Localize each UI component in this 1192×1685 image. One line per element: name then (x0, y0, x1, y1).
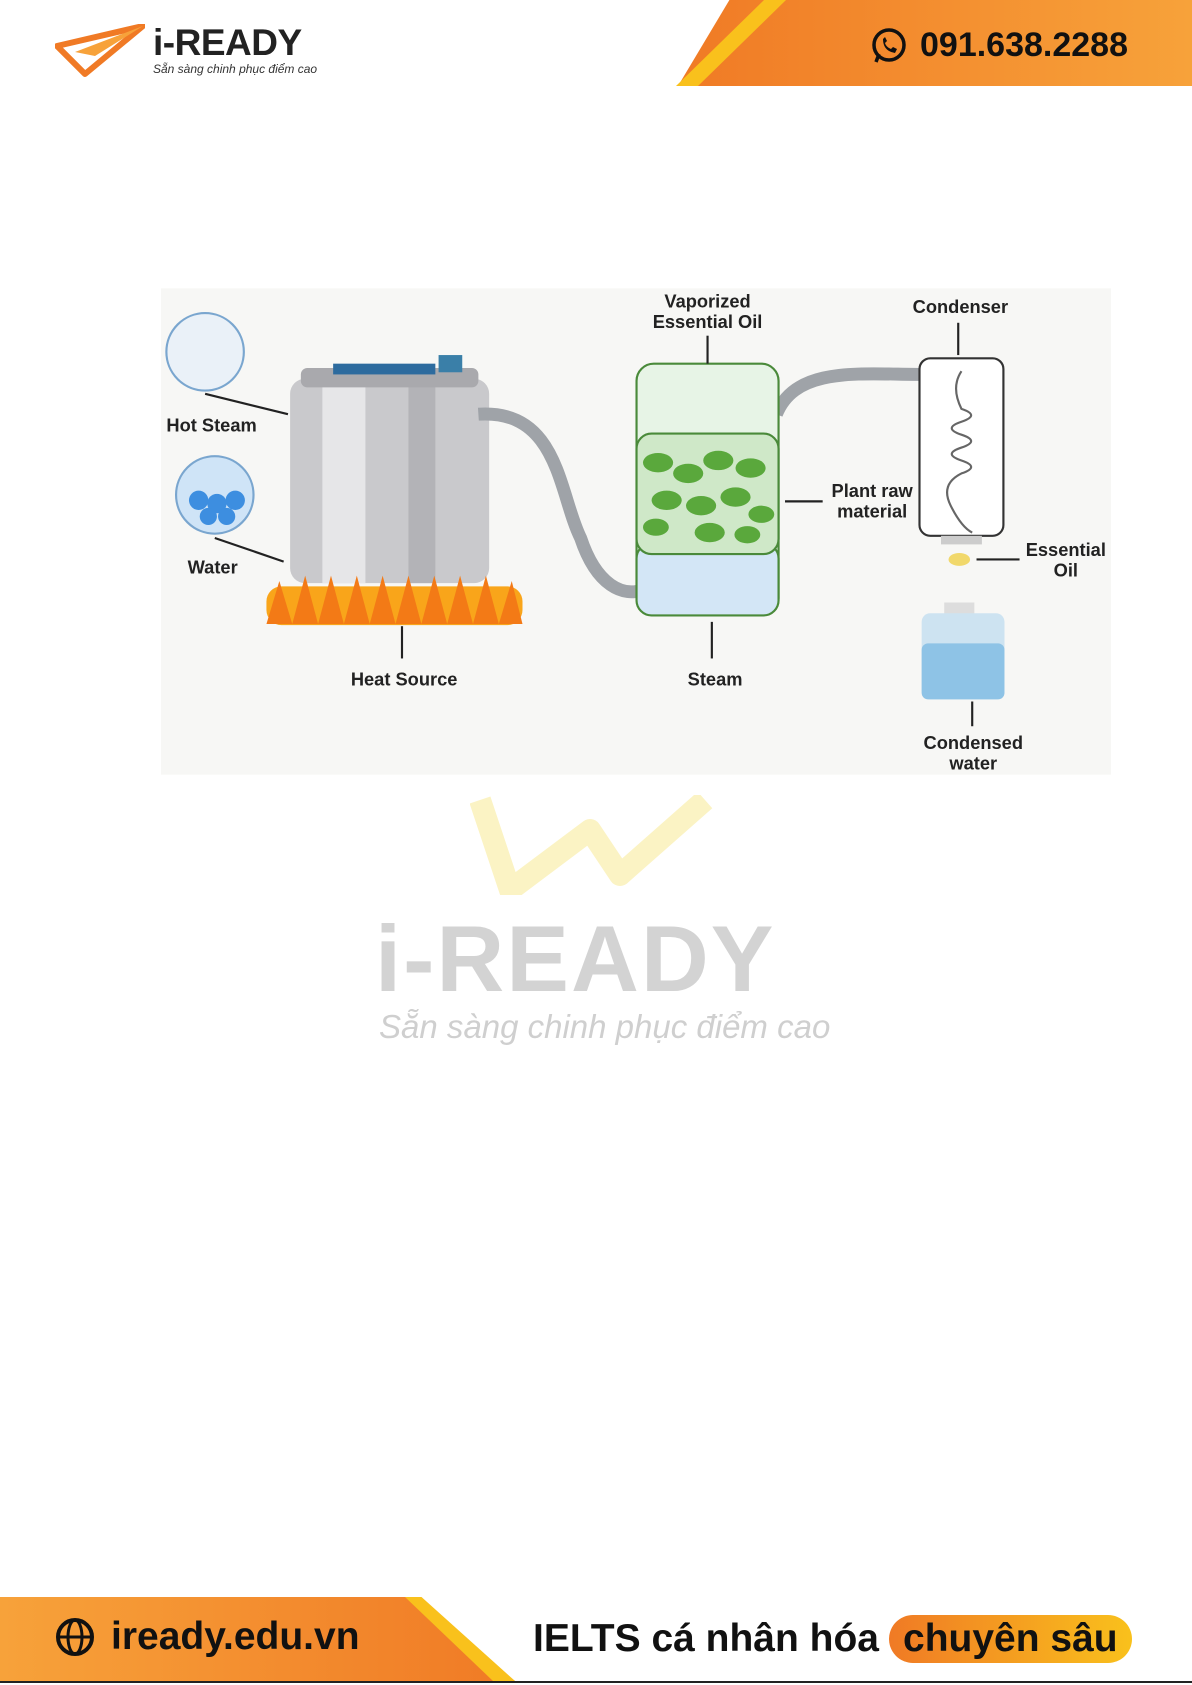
globe-icon (56, 1618, 94, 1656)
watermark-brand: i-READY (375, 906, 776, 1011)
label-material: material (837, 501, 907, 522)
label-hot-steam: Hot Steam (166, 414, 256, 435)
slogan: IELTS cá nhân hóa chuyên sâu (533, 1615, 1132, 1663)
label-water: Water (188, 556, 238, 577)
condensed-water-jug (921, 602, 1005, 700)
condenser (918, 357, 1005, 545)
page-footer: iready.edu.vn IELTS cá nhân hóa chuyên s… (0, 1597, 1192, 1683)
brand-name: i-READY (153, 22, 302, 63)
slogan-text: IELTS cá nhân hóa (533, 1617, 879, 1660)
watermark-plane-icon (470, 795, 713, 895)
brand-tagline: Sẵn sàng chinh phục điểm cao (153, 62, 318, 76)
watermark-tagline: Sẵn sàng chinh phục điểm cao (379, 1008, 831, 1045)
phone-contact[interactable]: 091.638.2288 (870, 26, 1128, 65)
website-link[interactable]: iready.edu.vn (55, 1615, 360, 1659)
label-vaporized: Vaporized (664, 291, 750, 312)
label-essential: Essential (1026, 539, 1106, 560)
steam-distillation-diagram: Hot Steam Water Heat Source Vaporized Es… (161, 288, 1111, 775)
hot-steam-bubble (165, 312, 245, 392)
footer-rule (0, 1681, 1192, 1683)
essential-oil-drop (948, 553, 971, 566)
website-url: iready.edu.vn (111, 1615, 360, 1658)
phone-number: 091.638.2288 (920, 26, 1128, 64)
label-oil: Oil (1054, 560, 1078, 581)
flames (266, 575, 523, 626)
label-condensed: Condensed (924, 732, 1023, 753)
boiling-pot (290, 355, 490, 584)
label-steam: Steam (688, 668, 743, 689)
slogan-highlight: chuyên sâu (889, 1615, 1132, 1663)
whatsapp-icon (872, 27, 906, 63)
label-condenser: Condenser (913, 296, 1008, 317)
paper-plane-icon (55, 24, 145, 77)
label-plant-raw: Plant raw (832, 480, 914, 501)
label-heat-source: Heat Source (351, 668, 458, 689)
brand-logo[interactable]: i-READY Sẵn sàng chinh phục điểm cao (55, 24, 317, 80)
label-essential-oil-vapor: Essential Oil (653, 311, 763, 332)
watermark: i-READY Sẵn sàng chinh phục điểm cao (375, 795, 830, 1055)
distillation-column (635, 362, 780, 617)
page-header: i-READY Sẵn sàng chinh phục điểm cao 091… (0, 0, 1192, 86)
label-condensed-water: water (948, 752, 997, 773)
